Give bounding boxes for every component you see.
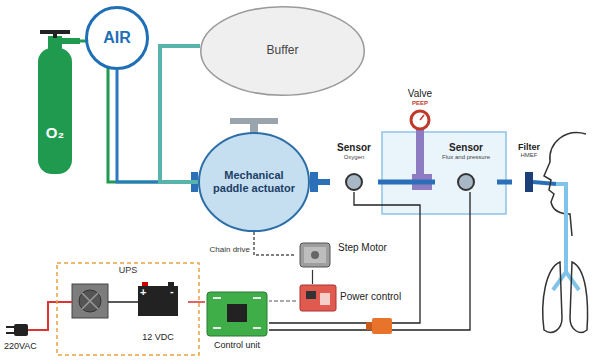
- text-group: FilterHMEF: [508, 142, 550, 159]
- step-motor: Step Motor: [296, 240, 406, 270]
- paddle-bar: [230, 118, 278, 124]
- connector: [312, 270, 313, 284]
- text-group: Buffer: [206, 6, 359, 96]
- right-lung: [570, 262, 588, 332]
- power-supply: [72, 284, 108, 318]
- connector: [310, 179, 330, 185]
- text-group: SensorFlux and pressure: [435, 142, 497, 160]
- peep-valve: ValvePEEP: [398, 88, 442, 174]
- node-text: Filter: [508, 142, 550, 152]
- connector: [497, 180, 512, 185]
- wire-connector-tip: [366, 322, 372, 330]
- mains-cord: [28, 302, 72, 330]
- oxygen-cylinder-shape: [30, 26, 80, 176]
- node-text: O₂: [30, 124, 80, 141]
- text-group: Step Motor: [338, 242, 406, 254]
- polarity-sign: -: [170, 285, 174, 297]
- node-text: HMEF: [508, 152, 550, 159]
- buffer-ellipse: Buffer: [200, 6, 365, 96]
- node-text: Sensor: [328, 142, 380, 154]
- trachea: [553, 184, 579, 290]
- connector: [254, 232, 296, 255]
- node-text: Buffer: [206, 44, 359, 58]
- connector: [117, 70, 198, 182]
- air-circle: AIR: [85, 6, 149, 70]
- ups-box-shape: [56, 262, 200, 356]
- ups-box: UPS 12 VDC: [56, 262, 200, 356]
- psu-wire: [108, 301, 138, 303]
- text-group: UPS: [56, 265, 200, 275]
- node-text: Mechanical paddle actuator: [212, 169, 296, 194]
- node-text: Flux and pressure: [435, 154, 497, 161]
- flow-sensor: SensorFlux and pressure: [435, 142, 497, 192]
- text-group: AIR: [91, 6, 143, 70]
- polarity-sign: +: [140, 286, 146, 298]
- connector: [269, 300, 296, 301]
- connector: [160, 46, 200, 182]
- voltage-label: 220VAC: [4, 342, 37, 352]
- actuator-ellipse: Mechanical paddle actuator: [198, 132, 310, 232]
- text-group: O₂: [30, 124, 80, 141]
- sensor-enclosure: [382, 132, 506, 214]
- node-text: Step Motor: [338, 242, 406, 254]
- power-control-board: Power control: [296, 284, 406, 312]
- patient-tube: [533, 182, 556, 184]
- node-text: Valve: [390, 88, 450, 100]
- psu-fan: [79, 290, 101, 312]
- node-text: AIR: [91, 29, 143, 47]
- filter: FilterHMEF: [512, 142, 546, 192]
- control-unit-board: Control unit: [205, 290, 269, 356]
- oxygen-cylinder: O₂: [30, 26, 80, 176]
- plug-prongs: [6, 327, 14, 333]
- node-text: Power control: [340, 291, 406, 303]
- plug: [14, 324, 28, 336]
- connector: [378, 180, 435, 185]
- battery: 12 VDC: [128, 280, 188, 352]
- node-text: Sensor: [435, 142, 497, 154]
- node-text: PEEP: [390, 100, 450, 107]
- text-group: Mechanical paddle actuator: [212, 132, 296, 232]
- text-group: SensorOxygen: [328, 142, 380, 160]
- text-group: Control unit: [205, 340, 269, 350]
- node-text: 12 VDC: [128, 332, 188, 342]
- text-group: ValvePEEP: [390, 88, 450, 106]
- node-text: Oxygen: [328, 154, 380, 161]
- text-group: 12 VDC: [128, 332, 188, 342]
- connector: [269, 192, 470, 330]
- left-lung: [543, 262, 562, 332]
- edge-label: Chain drive: [190, 246, 250, 255]
- text-group: Power control: [340, 291, 406, 303]
- node-text: Control unit: [205, 340, 269, 350]
- fan-blades: [82, 293, 98, 309]
- wire-connector: [372, 318, 392, 334]
- oxygen-sensor: SensorOxygen: [330, 142, 378, 192]
- node-text: UPS: [56, 265, 200, 275]
- connector: [188, 301, 205, 303]
